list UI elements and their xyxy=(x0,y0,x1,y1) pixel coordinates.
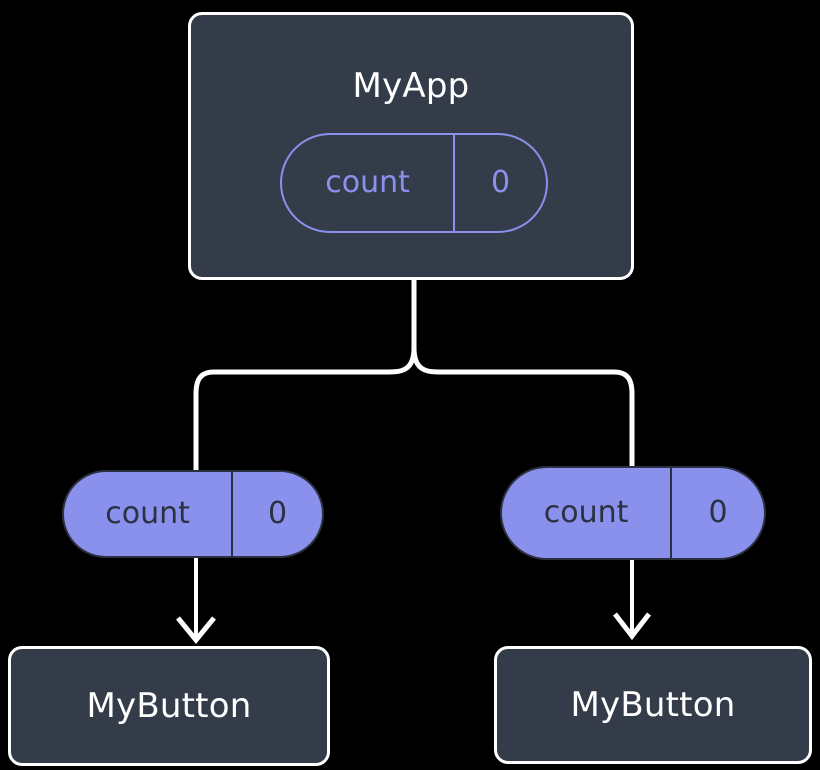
arrowhead-right xyxy=(613,612,651,641)
component-node-mybutton-right[interactable]: MyButton xyxy=(494,646,812,764)
state-pill-left[interactable]: count 0 xyxy=(62,470,324,558)
state-pill-root-value: 0 xyxy=(453,135,546,231)
state-pill-left-value: 0 xyxy=(231,472,322,556)
arrowhead-left xyxy=(176,616,216,644)
state-pill-root[interactable]: count 0 xyxy=(280,133,548,233)
edge-root-to-left-state xyxy=(193,275,417,473)
state-pill-right[interactable]: count 0 xyxy=(500,466,766,560)
component-node-myapp[interactable]: MyApp count 0 xyxy=(188,12,634,280)
state-pill-left-name: count xyxy=(105,496,190,531)
state-pill-right-value: 0 xyxy=(670,468,764,558)
edge-root-to-right-state xyxy=(411,345,635,469)
state-pill-root-name: count xyxy=(325,165,410,200)
component-title-myapp: MyApp xyxy=(352,66,470,106)
state-pill-right-name: count xyxy=(543,495,629,530)
component-node-mybutton-left[interactable]: MyButton xyxy=(8,646,330,766)
component-title-mybutton-right: MyButton xyxy=(570,685,736,725)
component-title-mybutton-left: MyButton xyxy=(86,686,252,726)
